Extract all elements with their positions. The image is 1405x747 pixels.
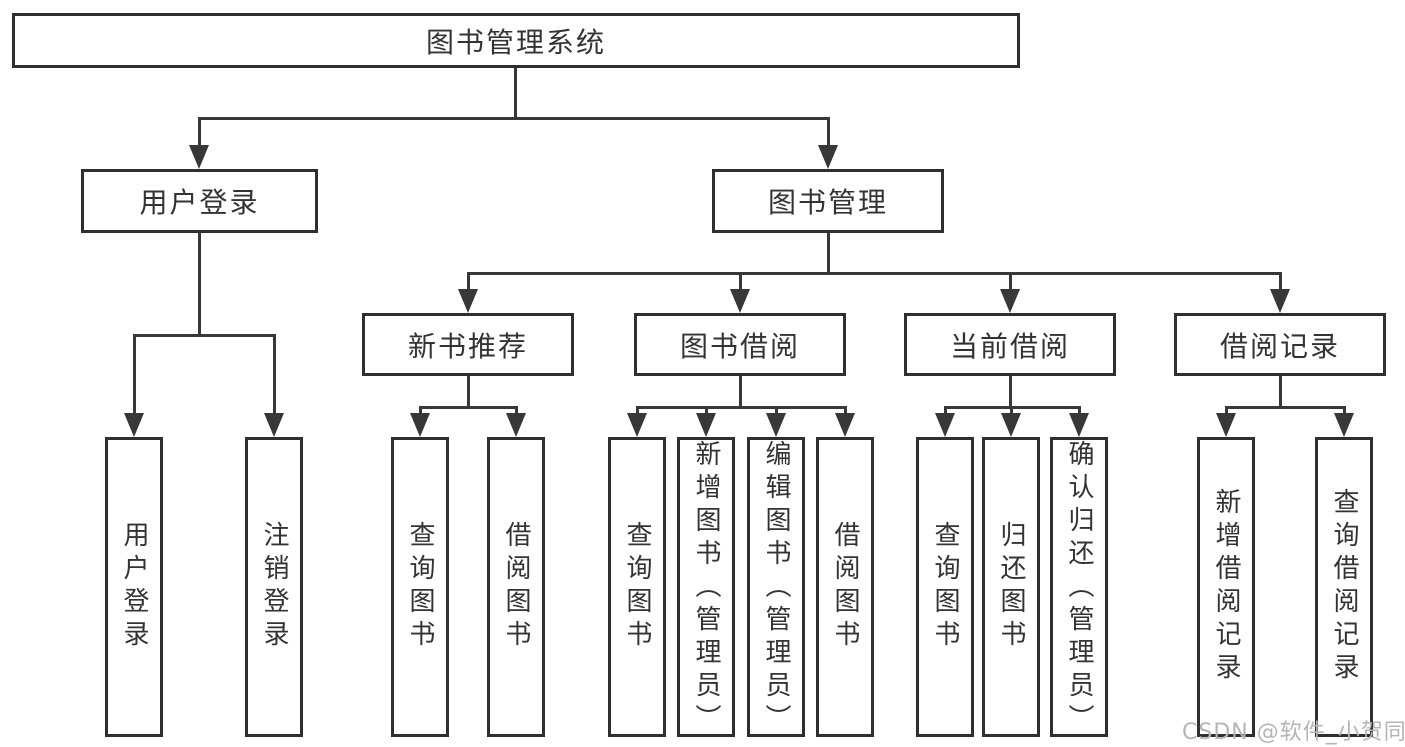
arrowhead-icon bbox=[1270, 289, 1290, 313]
connector-line bbox=[739, 272, 742, 291]
connector-line bbox=[1343, 406, 1346, 415]
leaf-user-login: 用户登录 bbox=[105, 437, 163, 737]
connector-line bbox=[1225, 406, 1228, 415]
node-label: 归还图书 bbox=[996, 521, 1026, 653]
connector-line bbox=[467, 272, 1282, 275]
leaf-query-borrow-record: 查询借阅记录 bbox=[1315, 437, 1373, 737]
leaf-return-book: 归还图书 bbox=[982, 437, 1040, 737]
node-label: 查询图书 bbox=[405, 521, 435, 653]
node-label: 编辑图书（管理员） bbox=[761, 440, 791, 737]
connector-line bbox=[198, 233, 201, 335]
leaf-borrow-books-recommend: 借阅图书 bbox=[487, 437, 545, 737]
arrowhead-icon bbox=[696, 413, 716, 437]
arrowhead-icon bbox=[818, 145, 838, 169]
arrowhead-icon bbox=[264, 413, 284, 437]
connector-line bbox=[133, 334, 275, 337]
node-label: 查询借阅记录 bbox=[1329, 488, 1359, 686]
arrowhead-icon bbox=[835, 413, 855, 437]
leaf-edit-book-admin: 编辑图书（管理员） bbox=[747, 437, 805, 737]
arrowhead-icon bbox=[410, 413, 430, 437]
connector-line bbox=[1009, 376, 1012, 409]
leaf-query-books-current: 查询图书 bbox=[916, 437, 974, 737]
leaf-query-books-recommend: 查询图书 bbox=[391, 437, 449, 737]
connector-line bbox=[636, 406, 847, 409]
connector-line bbox=[1225, 406, 1346, 409]
node-label: 用户登录 bbox=[119, 521, 149, 653]
node-label: 图书管理 bbox=[767, 186, 888, 219]
node-label: 借阅记录 bbox=[1219, 329, 1340, 363]
arrowhead-icon bbox=[189, 145, 209, 169]
arrowhead-icon bbox=[766, 413, 786, 437]
arrowhead-icon bbox=[1001, 413, 1021, 437]
arrowhead-icon bbox=[1216, 413, 1236, 437]
node-user-login: 用户登录 bbox=[81, 169, 318, 233]
node-label: 借阅图书 bbox=[501, 521, 531, 653]
arrowhead-icon bbox=[730, 289, 750, 313]
connector-line bbox=[827, 233, 830, 274]
connector-line bbox=[636, 406, 639, 415]
connector-line bbox=[514, 68, 517, 118]
connector-line bbox=[515, 406, 518, 415]
node-label: 借阅图书 bbox=[830, 521, 860, 653]
node-library-system: 图书管理系统 bbox=[12, 13, 1020, 68]
node-label: 查询图书 bbox=[622, 521, 652, 653]
node-label: 当前借阅 bbox=[949, 329, 1070, 363]
arrowhead-icon bbox=[1000, 289, 1020, 313]
arrowhead-icon bbox=[935, 413, 955, 437]
arrowhead-icon bbox=[1334, 413, 1354, 437]
connector-line bbox=[1010, 406, 1013, 415]
connector-line bbox=[198, 117, 830, 120]
node-book-borrow: 图书借阅 bbox=[634, 313, 846, 376]
node-label: 图书借阅 bbox=[679, 329, 800, 363]
node-label: 新书推荐 bbox=[407, 329, 528, 363]
node-label: 新增图书（管理员） bbox=[691, 440, 721, 737]
arrowhead-icon bbox=[627, 413, 647, 437]
arrowhead-icon bbox=[1069, 413, 1089, 437]
connector-line bbox=[133, 334, 136, 415]
leaf-add-book-admin: 新增图书（管理员） bbox=[677, 437, 735, 737]
arrowhead-icon bbox=[506, 413, 526, 437]
arrowhead-icon bbox=[124, 413, 144, 437]
connector-line bbox=[1078, 406, 1081, 415]
node-new-book-recommend: 新书推荐 bbox=[362, 313, 574, 376]
node-label: 注销登录 bbox=[259, 521, 289, 653]
connector-line bbox=[844, 406, 847, 415]
connector-line bbox=[273, 334, 276, 415]
connector-line bbox=[1009, 272, 1012, 291]
connector-line bbox=[739, 376, 742, 409]
connector-line bbox=[775, 406, 778, 415]
leaf-borrow-books: 借阅图书 bbox=[816, 437, 874, 737]
connector-line bbox=[198, 117, 201, 147]
node-book-management: 图书管理 bbox=[712, 169, 944, 233]
leaf-add-borrow-record: 新增借阅记录 bbox=[1197, 437, 1255, 737]
connector-line bbox=[1279, 272, 1282, 291]
leaf-confirm-return-admin: 确认归还（管理员） bbox=[1050, 437, 1108, 737]
connector-line bbox=[467, 272, 470, 291]
connector-line bbox=[1279, 376, 1282, 409]
connector-line bbox=[827, 117, 830, 147]
node-label: 图书管理系统 bbox=[425, 25, 606, 59]
csdn-watermark: CSDN @软件_小贺同学 bbox=[1182, 720, 1405, 745]
connector-line bbox=[419, 406, 518, 409]
node-label: 查询图书 bbox=[930, 521, 960, 653]
node-label: 新增借阅记录 bbox=[1211, 488, 1241, 686]
connector-line bbox=[467, 376, 470, 409]
node-label: 确认归还（管理员） bbox=[1064, 440, 1094, 737]
leaf-query-books-borrow: 查询图书 bbox=[608, 437, 666, 737]
arrowhead-icon bbox=[458, 289, 478, 313]
node-current-borrow: 当前借阅 bbox=[904, 313, 1116, 376]
node-borrow-records: 借阅记录 bbox=[1174, 313, 1386, 376]
connector-line bbox=[419, 406, 422, 415]
node-label: 用户登录 bbox=[139, 186, 260, 219]
connector-line bbox=[944, 406, 947, 415]
leaf-logout: 注销登录 bbox=[245, 437, 303, 737]
connector-line bbox=[705, 406, 708, 415]
